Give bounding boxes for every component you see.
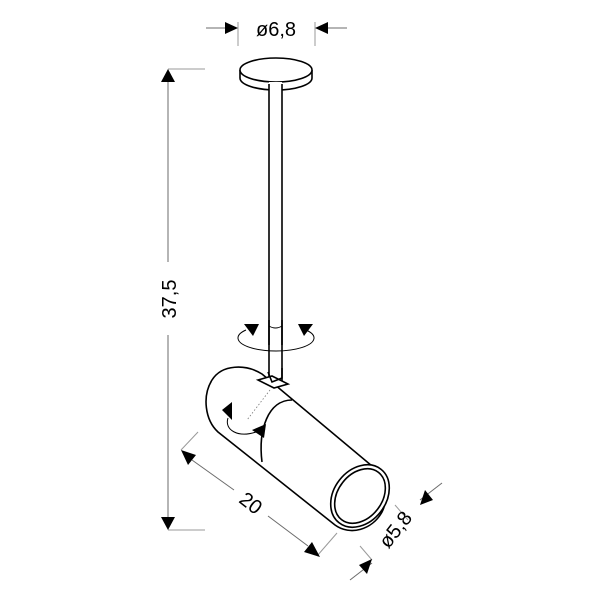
total-height-dimension: 37,5 [159, 68, 205, 531]
stem-rotation-indicator [237, 320, 315, 352]
dimension-line-rear [191, 459, 235, 491]
ceiling-canopy [239, 57, 313, 91]
arrow-right-icon [225, 22, 238, 34]
arrow-rear-icon [181, 450, 196, 465]
dimension-line-front [267, 515, 309, 547]
arrow-in-upper-icon [420, 490, 433, 505]
extension-line-upper [394, 504, 409, 521]
total-height-label: 37,5 [159, 280, 181, 319]
rotate-arrow-left-icon [244, 324, 259, 336]
arrow-in-lower-icon [359, 559, 372, 574]
stem-rod [268, 82, 283, 382]
tilt-rotation-indicator [222, 402, 266, 438]
lamp-body [205, 366, 391, 532]
extension-line-front [316, 532, 338, 557]
extension-line-lower [359, 545, 373, 561]
body-length-label: 20 [235, 488, 266, 519]
arrow-front-icon [304, 542, 320, 557]
tilt-arc [226, 417, 257, 435]
rotate-arrow-right-icon [298, 324, 313, 336]
extension-line-rear [180, 431, 199, 451]
arrow-left-icon [315, 22, 328, 34]
mount-diameter-dimension: ø6,8 [206, 19, 347, 46]
tilt-arrow-up-icon [222, 402, 232, 420]
tilt-arrow-right-icon [252, 424, 266, 438]
arrow-down-icon [161, 517, 175, 530]
rotation-arc [237, 329, 315, 352]
mount-diameter-label: ø6,8 [256, 19, 296, 41]
arrow-up-icon [161, 69, 175, 82]
